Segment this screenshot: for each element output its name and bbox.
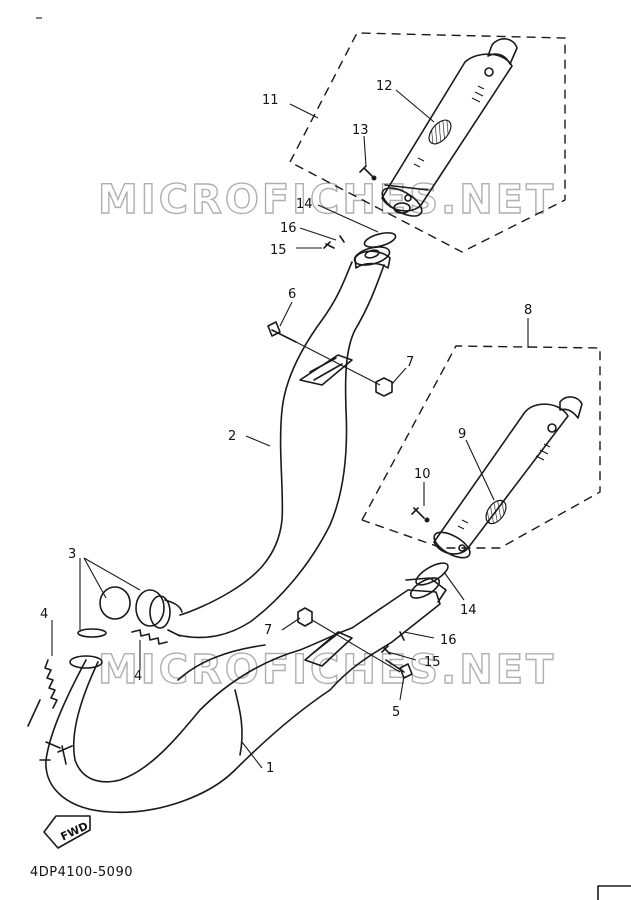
callout-8: 8 <box>524 303 532 318</box>
callout-14-lower: 14 <box>460 603 477 618</box>
fwd-label: FWD <box>59 819 91 843</box>
callout-16-upper: 16 <box>280 221 297 236</box>
callout-3: 3 <box>68 547 76 562</box>
callout-5: 5 <box>392 705 400 720</box>
lower-exhaust-pipe <box>39 562 449 814</box>
upper-exhaust-pipe <box>77 246 391 639</box>
callout-11: 11 <box>262 93 279 108</box>
watermark-bottom: MICROFICHES.NET <box>98 647 556 693</box>
part-code: 4DP4100-5090 <box>30 865 133 880</box>
callout-15-lower: 15 <box>424 655 441 670</box>
callout-4-middle: 4 <box>134 669 142 684</box>
callout-1: 1 <box>266 761 274 776</box>
callout-10: 10 <box>414 467 431 482</box>
callout-4-left: 4 <box>40 607 48 622</box>
callout-7-upper: 7 <box>406 355 414 370</box>
corner-frame-icon <box>597 885 631 900</box>
callout-labels: 11 12 13 14 16 15 6 7 8 9 10 2 3 4 4 7 1… <box>40 79 532 776</box>
callout-6: 6 <box>288 287 296 302</box>
hardware <box>27 232 413 727</box>
callout-13: 13 <box>352 123 369 138</box>
callout-7-lower: 7 <box>264 623 272 638</box>
leader-lines <box>36 17 529 769</box>
fwd-arrow-icon: FWD <box>43 815 91 849</box>
callout-9: 9 <box>458 427 466 442</box>
callout-12: 12 <box>376 79 393 94</box>
watermark-top: MICROFICHES.NET <box>98 177 556 223</box>
callout-15-upper: 15 <box>270 243 287 258</box>
callout-16-lower: 16 <box>440 633 457 648</box>
callout-2: 2 <box>228 429 236 444</box>
callout-14-upper: 14 <box>296 197 313 212</box>
upper-muffler-assembly <box>289 32 566 253</box>
lower-muffler-assembly <box>361 345 601 559</box>
